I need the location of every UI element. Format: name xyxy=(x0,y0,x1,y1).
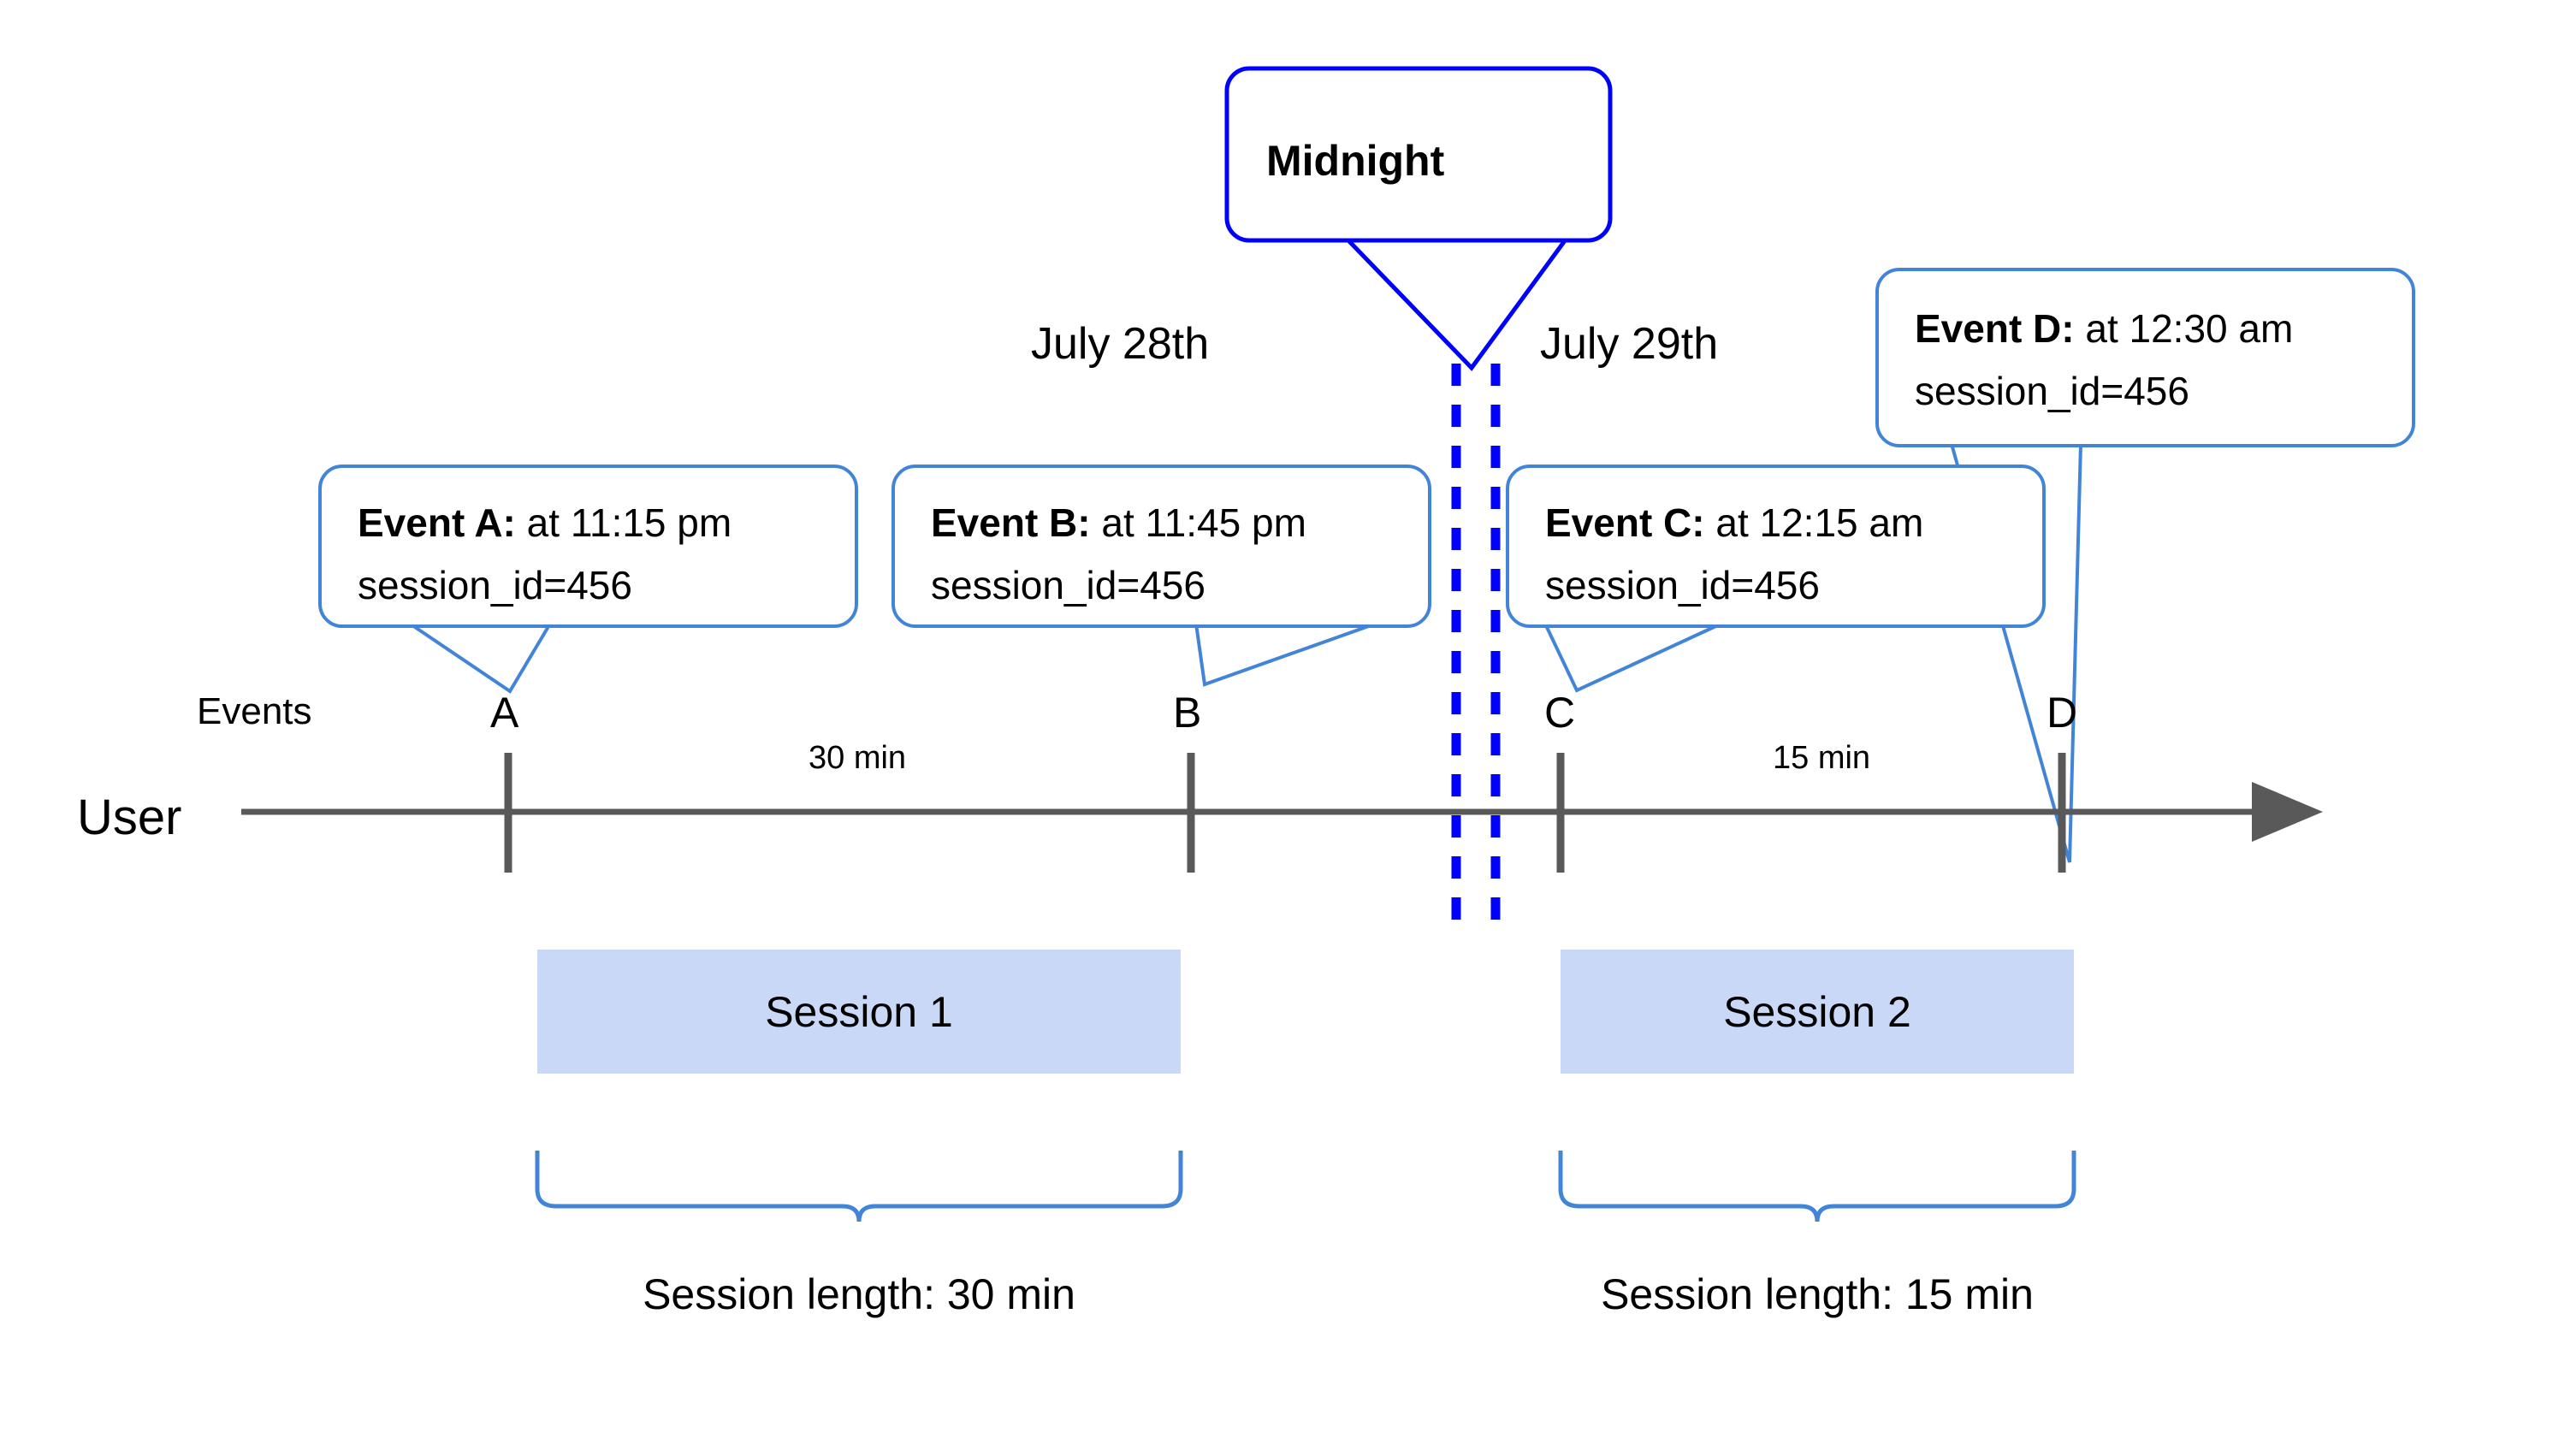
event-callout-a-time: at 11:15 pm xyxy=(516,500,732,545)
session-bar-2[interactable]: Session 2 xyxy=(1561,950,2074,1074)
event-callout-b-line2: session_id=456 xyxy=(931,563,1205,607)
session-bar-1[interactable]: Session 1 xyxy=(537,950,1181,1074)
event-marker-label-a: A xyxy=(490,689,519,737)
session-bar-1-rect xyxy=(537,950,1181,1074)
event-callout-d[interactable]: Event D: at 12:30 am session_id=456 xyxy=(1875,268,2415,863)
event-callout-c-line2: session_id=456 xyxy=(1545,563,1820,607)
midnight-callout-label: Midnight xyxy=(1266,137,1445,185)
event-marker-label-c: C xyxy=(1544,689,1575,737)
event-callout-a-box xyxy=(318,465,858,628)
session-bar-1-label: Session 1 xyxy=(765,988,953,1036)
event-callout-b-line1: Event B: at 11:45 pm xyxy=(931,500,1306,545)
event-marker-label-b: B xyxy=(1173,689,1201,737)
event-callout-a-line1: Event A: at 11:15 pm xyxy=(358,500,732,545)
event-callout-b-title: Event B: xyxy=(931,500,1091,545)
midnight-callout[interactable]: Midnight xyxy=(1224,66,1613,371)
session-length-label-2: Session length: 15 min xyxy=(1601,1270,2034,1318)
event-callout-a-title: Event A: xyxy=(358,500,516,545)
gap-duration-label-2: 15 min xyxy=(1773,740,1870,776)
event-callout-a-tail xyxy=(404,622,554,694)
event-callout-b-tail xyxy=(1194,622,1377,687)
event-callout-c-title: Event C: xyxy=(1545,500,1705,545)
midnight-callout-tail xyxy=(1342,237,1570,371)
gap-duration-label-1: 30 min xyxy=(809,740,906,776)
event-callout-b[interactable]: Event B: at 11:45 pm session_id=456 xyxy=(891,465,1431,687)
midnight-callout-box xyxy=(1224,66,1613,243)
event-marker-label-d: D xyxy=(2047,689,2077,737)
event-callout-d-title: Event D: xyxy=(1915,306,2075,351)
session-brace-2 xyxy=(1558,1151,2076,1222)
session-length-label-1: Session length: 30 min xyxy=(643,1270,1075,1318)
event-callout-a-line2: session_id=456 xyxy=(358,563,632,607)
event-callout-c[interactable]: Event C: at 12:15 am session_id=456 xyxy=(1506,465,2046,693)
midnight-divider xyxy=(1451,364,1501,932)
session-brace-1 xyxy=(535,1151,1183,1222)
timeline-arrow-head xyxy=(2252,782,2323,842)
events-row-label: Events xyxy=(197,690,312,732)
session-bar-2-label: Session 2 xyxy=(1723,988,1911,1036)
date-label-july-28: July 28th xyxy=(1031,319,1209,369)
event-callout-c-line1: Event C: at 12:15 am xyxy=(1545,500,1923,545)
event-callout-d-line2: session_id=456 xyxy=(1915,369,2189,413)
timeline-axis xyxy=(241,753,2323,873)
event-callout-c-time: at 12:15 am xyxy=(1705,500,1924,545)
user-row-label: User xyxy=(77,790,181,845)
event-callout-d-line1: Event D: at 12:30 am xyxy=(1915,306,2293,351)
date-label-july-29: July 29th xyxy=(1540,319,1718,369)
event-callout-a[interactable]: Event A: at 11:15 pm session_id=456 xyxy=(318,465,858,694)
event-callout-b-time: at 11:45 pm xyxy=(1091,500,1306,545)
event-callout-d-time: at 12:30 am xyxy=(2075,306,2294,351)
session-bar-2-rect xyxy=(1561,950,2074,1074)
event-callout-c-tail xyxy=(1542,622,1722,693)
event-callout-d-box xyxy=(1875,268,2415,447)
event-callout-b-box xyxy=(891,465,1431,628)
event-callout-c-box xyxy=(1506,465,2046,628)
